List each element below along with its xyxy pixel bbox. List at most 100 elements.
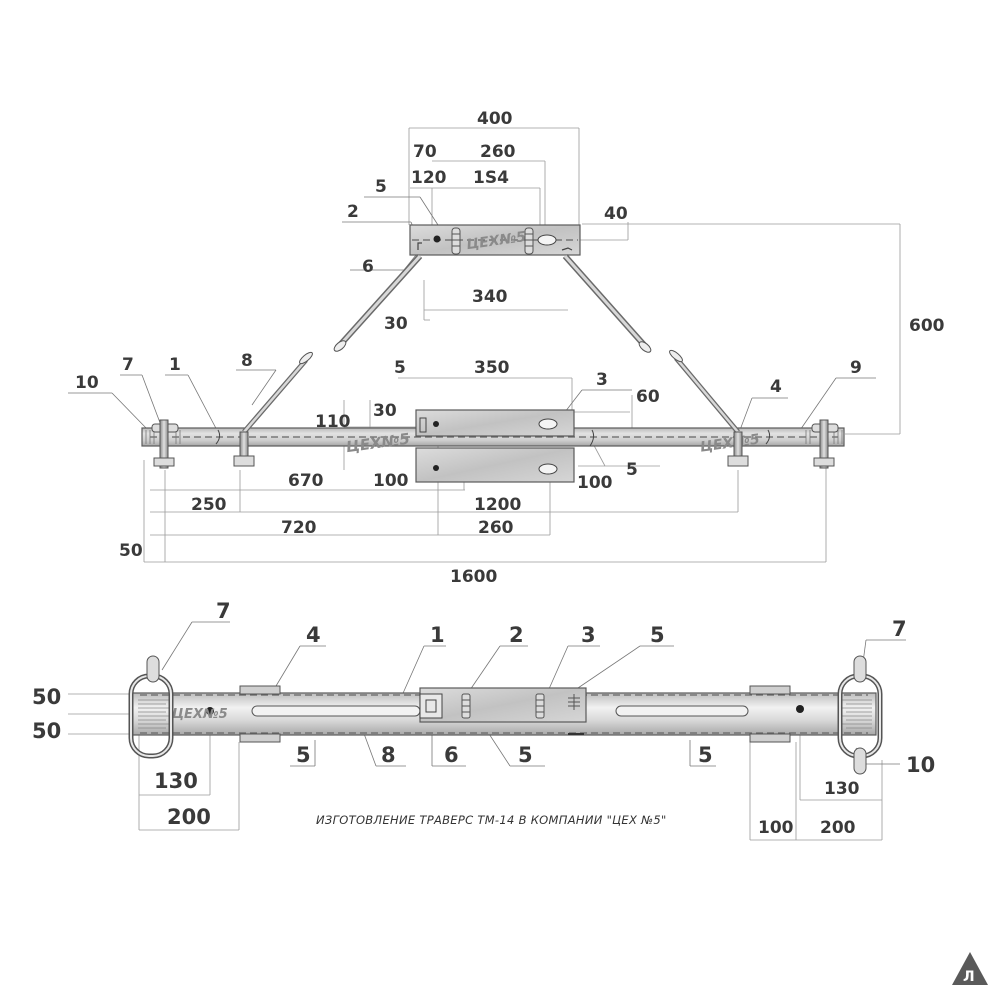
bottom-beam-assembly: ЦЕХ№5 ЦЕХ№5 10 7 [68, 349, 876, 587]
plan-center-plate [419, 687, 587, 723]
plan-slot-left [251, 705, 421, 717]
dim-670: 670 [288, 471, 324, 491]
callout-9: 9 [850, 358, 862, 378]
plan-dimension-lines [68, 693, 883, 841]
top-clip-right [561, 247, 573, 251]
dim-110: 110 [315, 412, 351, 432]
callout-7: 7 [122, 355, 134, 375]
top-plate-hole-left [433, 235, 441, 243]
plan-dim-130-left: 130 [154, 769, 198, 793]
plan-nut-top-left [239, 685, 281, 695]
dim-250: 250 [191, 495, 227, 515]
top-dim-600: 600 [909, 316, 945, 336]
beam-break-center [589, 429, 595, 447]
dim-30-bottom: 30 [373, 401, 397, 421]
plan-callout-8: 8 [381, 743, 396, 767]
top-callout-2: 2 [347, 202, 359, 222]
plan-callout-5-left: 5 [296, 743, 311, 767]
top-dim-340: 340 [472, 287, 508, 307]
top-callout-6: 6 [362, 257, 374, 277]
plan-callout-7-left: 7 [216, 599, 231, 623]
dim-720: 720 [281, 518, 317, 538]
plan-dim-100-right: 100 [758, 818, 794, 838]
callout-5-lower: 5 [626, 460, 638, 480]
bottom-dimension-lines [143, 377, 827, 563]
plan-callout-2: 2 [509, 623, 524, 647]
callout-10: 10 [75, 373, 99, 393]
top-clip-left [417, 242, 422, 250]
plan-small-bolt [568, 694, 580, 710]
top-dimension-lines [408, 127, 901, 435]
plan-dim-200-left: 200 [167, 805, 211, 829]
plan-hole-left [206, 707, 214, 715]
plan-callout-5-center: 5 [518, 743, 533, 767]
plan-slot-right [615, 705, 749, 717]
plan-callout-1: 1 [430, 623, 445, 647]
beam-break-left [215, 429, 221, 445]
top-callout-5: 5 [375, 177, 387, 197]
beam-break-right [765, 429, 771, 445]
callout-4: 4 [770, 377, 782, 397]
dim-50: 50 [119, 541, 143, 561]
plan-chain-left [128, 655, 174, 759]
top-plate-bolt-right [524, 227, 534, 255]
plan-center-bracket-inner [425, 699, 437, 713]
bottom-leader-lines [68, 369, 876, 437]
plan-center-bracket [419, 693, 443, 719]
plan-callout-5-top: 5 [650, 623, 665, 647]
plan-callout-5-right: 5 [698, 743, 713, 767]
top-dim-154: 1S4 [473, 168, 509, 188]
end-clamp-left [151, 419, 179, 469]
top-dim-120: 120 [411, 168, 447, 188]
plan-nut-top-right [749, 685, 791, 695]
plan-dim-130-right: 130 [824, 779, 860, 799]
dim-1600: 1600 [450, 567, 497, 587]
plan-nut-bottom-right [749, 733, 791, 743]
plan-nut-bottom-left [239, 733, 281, 743]
plan-view: ЦЕХ№5 ЦЕХ№5 [32, 599, 935, 841]
plan-hole-right [796, 705, 804, 713]
brace-lower-right [669, 349, 749, 467]
top-plate-bolt-left [451, 227, 461, 255]
brand-logo: Л [952, 952, 988, 985]
plan-callout-7-right: 7 [892, 617, 907, 641]
top-dim-260: 260 [480, 142, 516, 162]
plan-callout-4: 4 [306, 623, 321, 647]
callout-1: 1 [169, 355, 181, 375]
plan-callout-3: 3 [581, 623, 596, 647]
plan-callout-10: 10 [906, 753, 935, 777]
center-slot-lower [538, 463, 558, 475]
brace-lower-left [233, 351, 313, 467]
center-slot-upper [538, 418, 558, 430]
dim-100-center: 100 [373, 471, 409, 491]
plan-callout-6: 6 [444, 743, 459, 767]
top-dim-30: 30 [384, 314, 408, 334]
brace-left [333, 253, 423, 352]
plan-dim-50-top: 50 [32, 685, 61, 709]
callout-8: 8 [241, 351, 253, 371]
plan-chain-right [837, 655, 883, 775]
dim-60: 60 [636, 387, 660, 407]
caption: ИЗГОТОВЛЕНИЕ ТРАВЕРС ТМ-14 В КОМПАНИИ "Ц… [316, 813, 667, 827]
center-clip-upper [419, 417, 427, 433]
plan-bolt-left [461, 693, 471, 719]
plan-bolt-right [535, 693, 545, 719]
dim-100-right: 100 [577, 473, 613, 493]
brand-logo-letter: Л [963, 969, 975, 985]
top-dim-70: 70 [413, 142, 437, 162]
plan-dim-200-right: 200 [820, 818, 856, 838]
plan-beam-end-hatch-right [842, 699, 872, 729]
end-clamp-right [811, 419, 839, 469]
plan-logo-left: ЦЕХ№5 [172, 707, 228, 722]
center-hole-lower [433, 465, 439, 471]
brace-right [562, 254, 652, 353]
top-plate-slot [537, 234, 557, 246]
top-dim-400: 400 [477, 109, 513, 129]
dim-350: 350 [474, 358, 510, 378]
plan-beam-end-hatch-left [138, 699, 170, 729]
callout-5-upper: 5 [394, 358, 406, 378]
center-hole-upper [433, 421, 439, 427]
top-assembly: ЦЕХ№5 400 70 260 120 1S4 40 340 30 600 5… [333, 109, 945, 435]
plan-dim-50-bottom: 50 [32, 719, 61, 743]
